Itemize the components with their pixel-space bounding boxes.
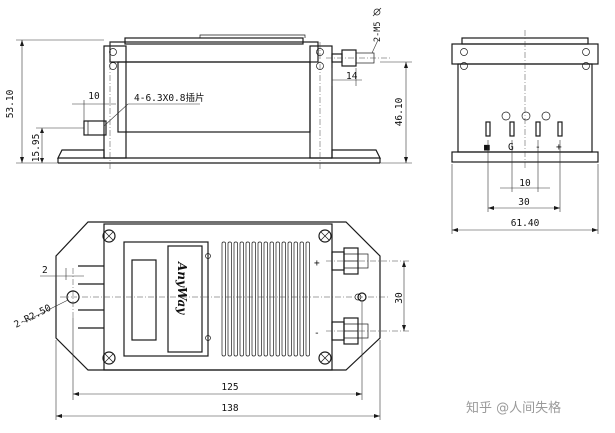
front-fins <box>199 34 306 38</box>
corner-screw-tl <box>102 229 116 243</box>
terminal-plus-label: + <box>314 258 320 269</box>
dim-hole-offset-label: 2 <box>42 265 48 276</box>
front-lid <box>124 37 304 45</box>
corner-screw-tr <box>318 229 332 243</box>
front-base-left <box>57 149 105 159</box>
pin-g-label: G <box>508 142 514 153</box>
heatsink-fin <box>305 241 310 357</box>
pin-e <box>485 121 491 137</box>
heatsink-fin <box>221 241 226 357</box>
brand-logo: AnyWay <box>175 261 189 315</box>
dim-pin-height-label: 15.95 <box>31 134 42 163</box>
watermark: 知乎 @人间失格 <box>466 400 561 416</box>
heatsink-fin <box>275 241 280 357</box>
front-left-screw <box>109 48 117 56</box>
dim-inner-length-label: 125 <box>221 382 238 393</box>
screw-note-label: 2-M5 <box>373 22 383 42</box>
heatsink-fin <box>251 241 256 357</box>
corner-screw-bl <box>102 351 116 365</box>
heatsink-fin <box>233 241 238 357</box>
heatsink-fin <box>227 241 232 357</box>
pin-minus <box>535 121 541 137</box>
dim-hole-label: 2-R2.50 <box>12 303 53 331</box>
blade-pins <box>78 265 104 329</box>
corner-screw-br <box>318 351 332 365</box>
top-base-plate <box>55 221 381 371</box>
dim-pin-span-label: 30 <box>518 197 530 208</box>
label-panel <box>123 241 209 357</box>
heatsink-fin <box>263 241 268 357</box>
logo-panel <box>167 245 203 353</box>
heatsink-fins <box>221 241 310 357</box>
pin-note-label: 4-6.3X0.8插片 <box>134 92 204 104</box>
heatsink-fin <box>239 241 244 357</box>
front-view: 53.10 15.95 10 4-6.3X0.8插片 14 2-M5 46.10 <box>5 7 412 170</box>
display-window <box>131 259 157 341</box>
heatsink-fin <box>287 241 292 357</box>
dim-connector-label: 14 <box>346 71 358 82</box>
heatsink-fin <box>269 241 274 357</box>
pin-plus <box>557 121 563 137</box>
heatsink-fin <box>245 241 250 357</box>
front-body-top <box>109 41 319 63</box>
dim-inner-height-label: 46.10 <box>394 97 405 126</box>
dim-side-width-label: 61.40 <box>511 218 540 229</box>
dim-pin-length-label: 10 <box>88 91 100 102</box>
diameter-icon <box>373 8 381 16</box>
front-base-right <box>331 149 381 159</box>
dim-total-length-label: 138 <box>221 403 238 414</box>
front-pin <box>83 120 107 136</box>
pin-plus-label: + <box>556 142 562 153</box>
heatsink-fin <box>257 241 262 357</box>
side-view: ■ G - + 10 30 61.40 <box>451 30 599 234</box>
pin-g <box>509 121 515 137</box>
dim-height-label: 53.10 <box>5 89 16 118</box>
pin-e-label: ■ <box>484 142 490 153</box>
dim-conn-spacing-label: 30 <box>394 292 405 304</box>
heatsink-fin <box>299 241 304 357</box>
dim-pin-spacing-label: 10 <box>519 178 531 189</box>
heatsink-fin <box>293 241 298 357</box>
heatsink-fin <box>281 241 286 357</box>
front-left-screw-2 <box>109 62 117 70</box>
top-view: AnyWay + - 2 <box>12 221 410 420</box>
terminal-minus-label: - <box>314 328 320 339</box>
